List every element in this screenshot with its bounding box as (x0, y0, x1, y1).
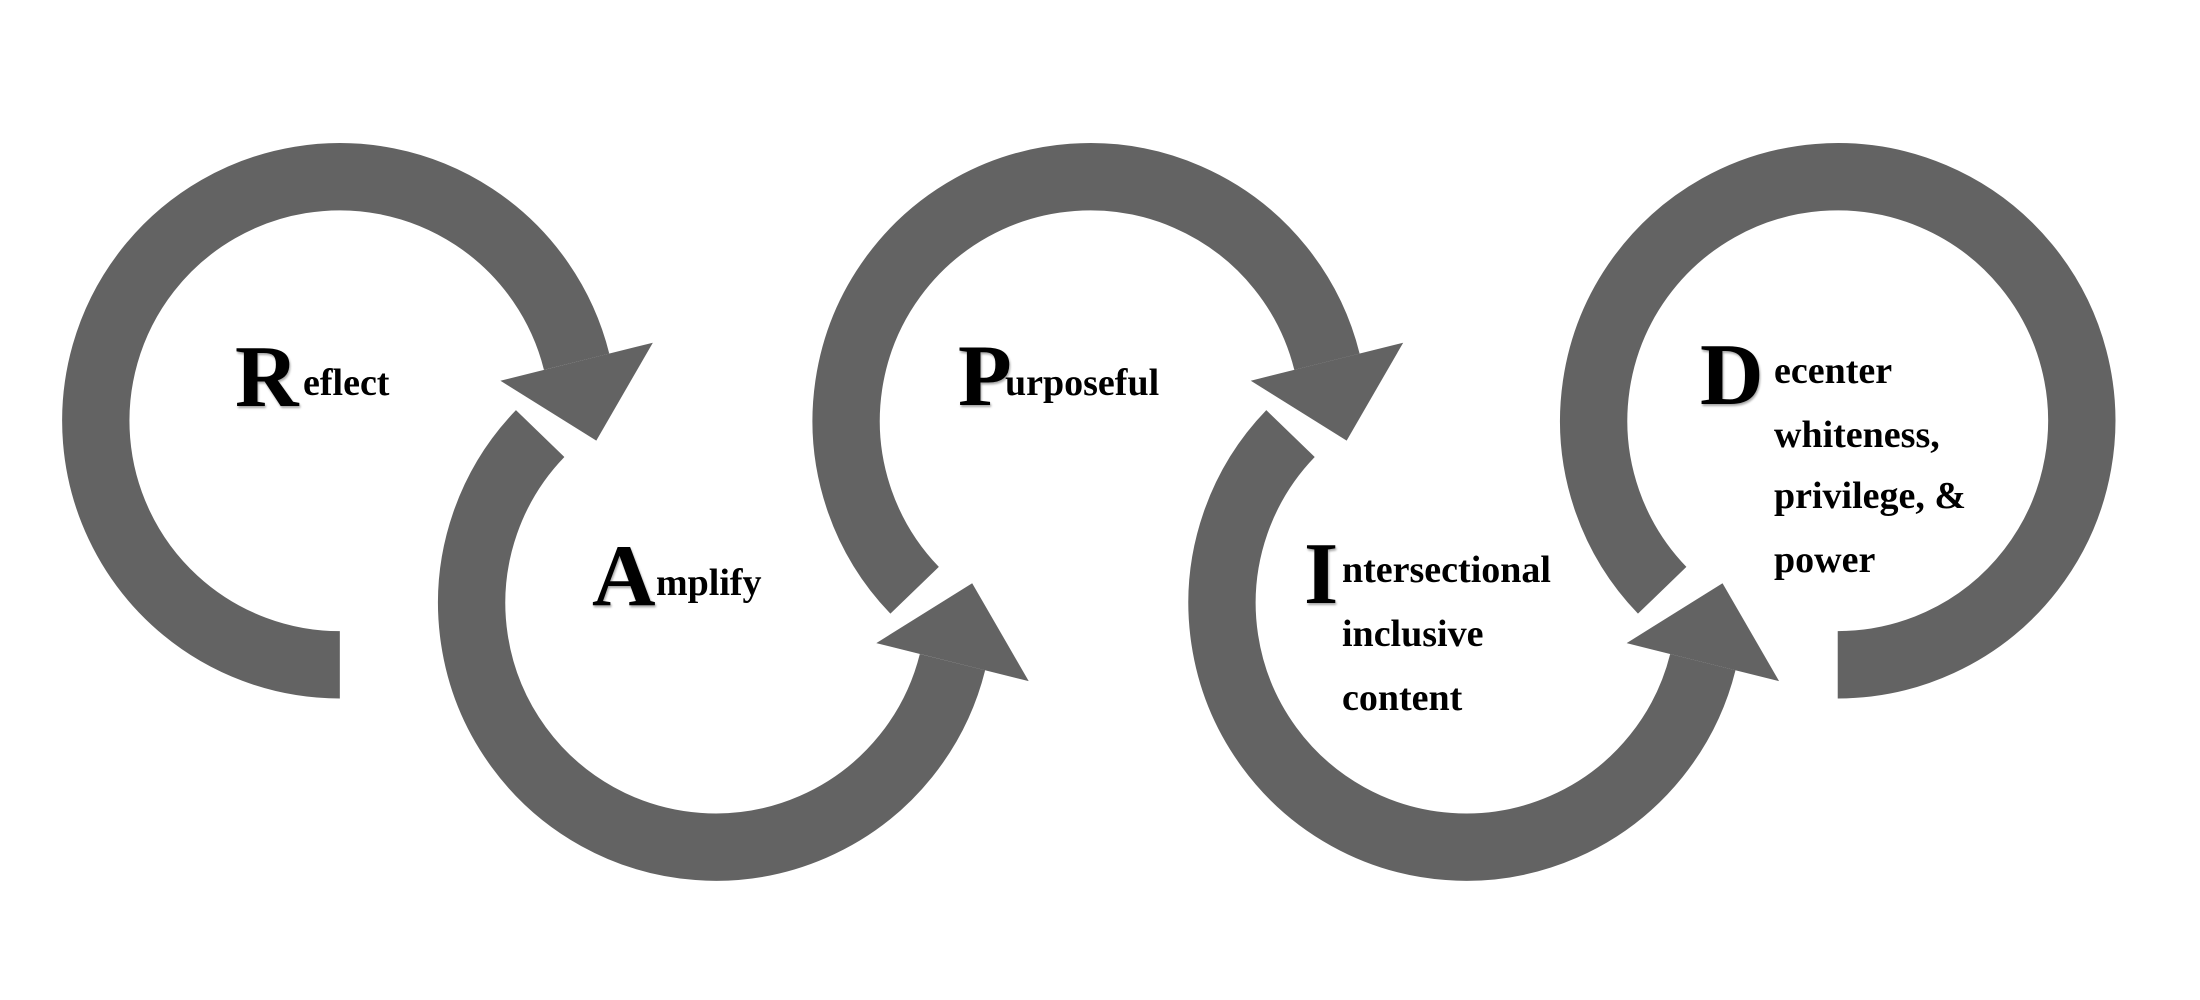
step-decenter-line-1: ecenter (1774, 350, 1893, 392)
step-reflect-label: eflect (303, 362, 390, 404)
step-amplify-label: mplify (656, 562, 762, 604)
step-purposeful-label: urposeful (1005, 362, 1160, 404)
arrow-arc-reflect (62, 143, 610, 699)
arrowhead-purposeful-icon (1250, 342, 1404, 441)
step-intersectional-line-2: inclusive (1342, 613, 1484, 655)
arrowhead-reflect-icon (500, 342, 653, 441)
step-intersectional-line-1: ntersectional (1342, 549, 1551, 591)
step-decenter-line-2: whiteness, (1774, 414, 1940, 456)
step-amplify-initial: A (592, 528, 656, 625)
step-purposeful-initial: P (958, 328, 1012, 425)
arrowhead-amplify-icon (876, 583, 1029, 682)
step-decenter-line-3: privilege, & (1774, 475, 1967, 517)
arrow-arc-decenter (1560, 143, 2116, 699)
step-intersectional-initial: I (1304, 526, 1339, 623)
arrow-arc-intersectional (1188, 410, 1736, 881)
step-intersectional-line-3: content (1342, 677, 1463, 719)
step-reflect-initial: R (235, 329, 299, 426)
arrow-arc-purposeful (812, 143, 1360, 614)
arrowhead-intersectional-icon (1626, 583, 1780, 682)
step-decenter-initial: D (1700, 327, 1764, 424)
arrow-arc-amplify (438, 410, 986, 881)
step-decenter-line-4: power (1774, 539, 1876, 581)
